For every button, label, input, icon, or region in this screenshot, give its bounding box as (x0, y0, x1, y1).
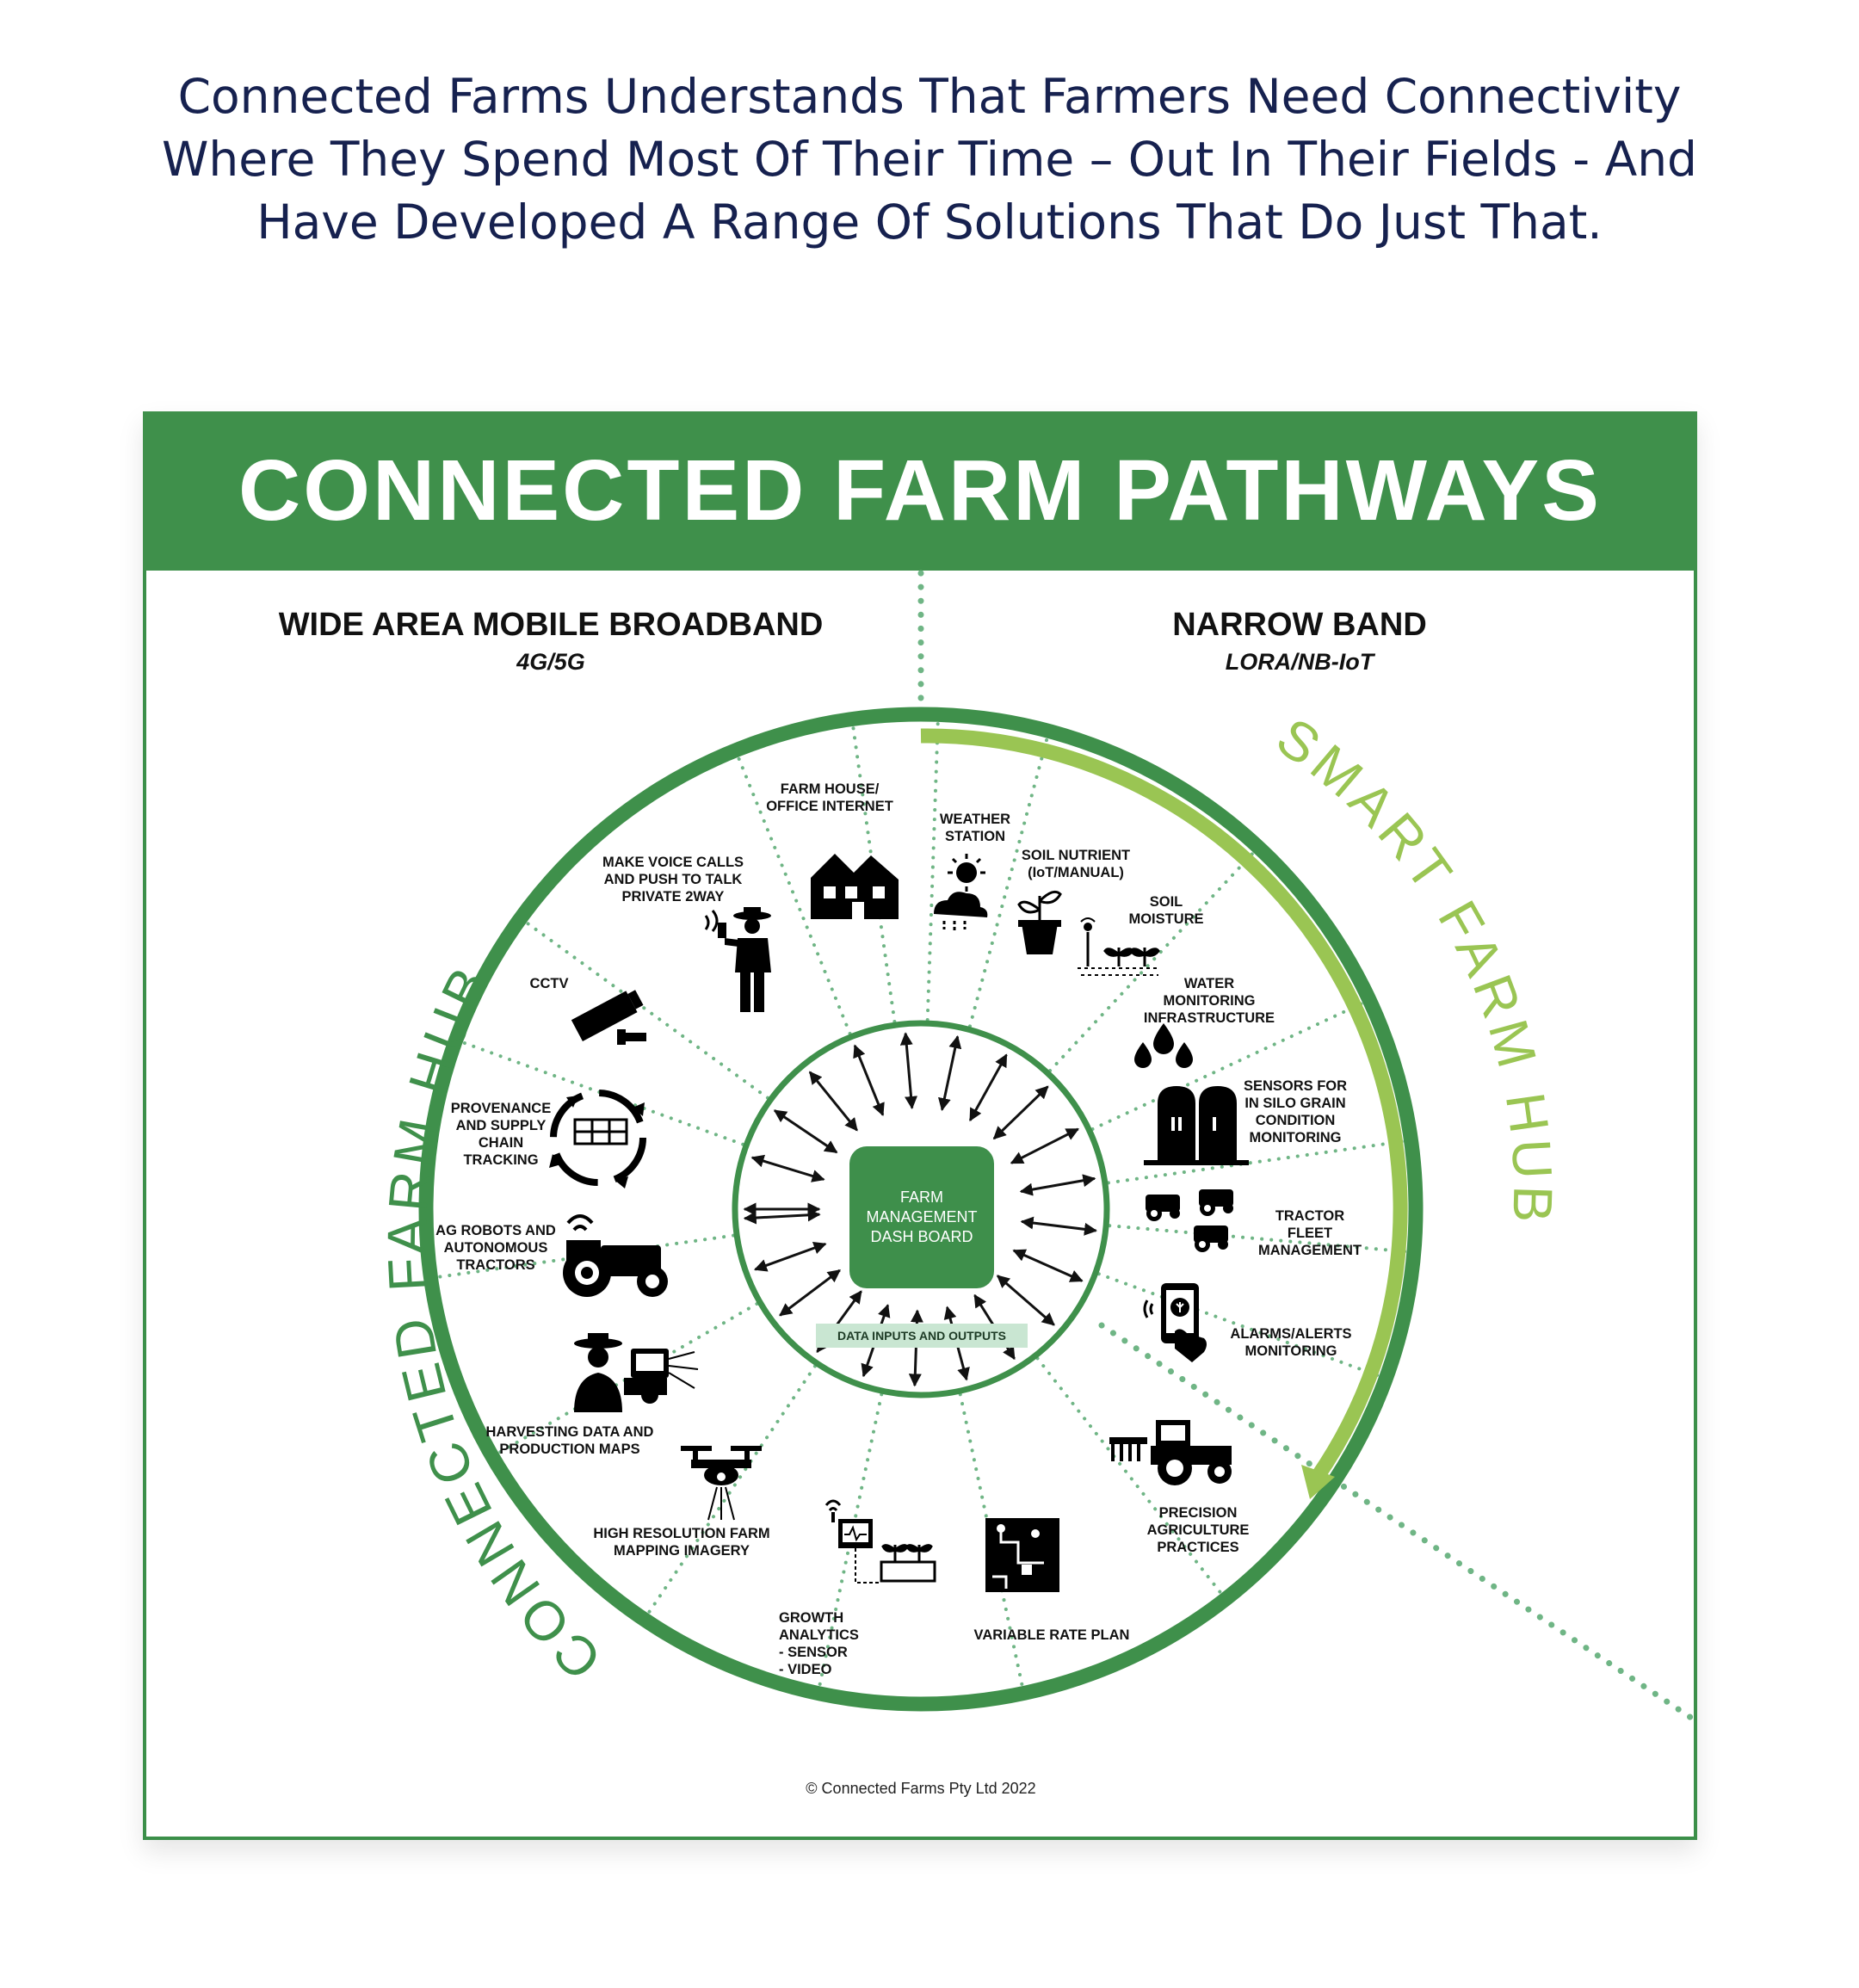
segment-divider (736, 756, 852, 1036)
intro-line-3: Have Developed A Range Of Solutions That… (256, 194, 1603, 250)
farmer-phone-icon (704, 907, 771, 1012)
right-header: NARROW BAND LORA/NB-IoT (1084, 607, 1515, 676)
farm-house-label: FARM HOUSE/OFFICE INTERNET (766, 781, 893, 814)
soil-moisture-icon (1078, 917, 1160, 976)
growth-analytics-icon (825, 1499, 936, 1584)
variable-rate-label: VARIABLE RATE PLAN (973, 1627, 1130, 1643)
tractor-fleet-icon (1146, 1189, 1233, 1252)
data-flow-arrow (992, 1085, 1049, 1140)
harvest-data-icon (574, 1333, 699, 1412)
data-flow-arrow (743, 1208, 821, 1225)
data-flow-arrow (753, 1241, 827, 1272)
precision-ag-tractor-icon (1109, 1420, 1232, 1485)
segment-divider (1048, 851, 1256, 1073)
data-flow-arrow (968, 1053, 1008, 1122)
outer-ring (418, 707, 1424, 1712)
data-inputs-outputs-label: DATA INPUTS AND OUTPUTS (816, 1324, 1028, 1348)
copyright: © Connected Farms Pty Ltd 2022 (806, 1780, 1036, 1797)
intro-line-2: Where They Spend Most Of Their Time – Ou… (162, 132, 1697, 187)
soil-nutrient-icon (1017, 890, 1062, 954)
right-header-sub: LORA/NB-IoT (1225, 649, 1374, 675)
smart-hub-arc-arrowhead (1301, 1465, 1335, 1499)
connected-farm-hub-label: CONNECTED FARM HUB (376, 954, 614, 1692)
farm-house-icon (811, 854, 899, 919)
dash-line-1: FARM (899, 1188, 943, 1206)
right-header-title: NARROW BAND (1172, 607, 1427, 643)
alarm-alert-phone-icon (1143, 1283, 1207, 1362)
segment-divider (1090, 1001, 1364, 1132)
intro-text: Connected Farms Understands That Farmers… (69, 65, 1790, 254)
data-flow-arrow (908, 1309, 923, 1387)
segment-dividers (436, 720, 1408, 1688)
left-header: WIDE AREA MOBILE BROADBAND 4G/5G (250, 607, 852, 676)
segment-divider (436, 1233, 736, 1279)
diagram-title: CONNECTED FARM PATHWAYS (143, 411, 1697, 571)
segment-divider (958, 1392, 1024, 1688)
data-flow-arrow (899, 1032, 918, 1109)
smart-hub-arc (920, 728, 1408, 1482)
segment-divider (525, 921, 770, 1100)
segment-divider (1096, 1272, 1380, 1378)
drone-icon (681, 1446, 762, 1521)
data-flow-arrow (1019, 1174, 1096, 1196)
left-header-title: WIDE AREA MOBILE BROADBAND (278, 607, 824, 643)
diagram-card (143, 411, 1697, 1840)
data-flow-arrow (773, 1109, 838, 1154)
intro-line-1: Connected Farms Understands That Farmers… (177, 69, 1682, 124)
autonomous-tractor-icon (563, 1214, 668, 1297)
farm-management-dashboard[interactable]: FARM MANAGEMENT DASH BOARD (849, 1146, 994, 1288)
segment-divider (1108, 1224, 1408, 1254)
data-arrows (743, 1032, 1097, 1387)
segment-divider (967, 737, 1049, 1028)
segment-divider (851, 725, 897, 1024)
data-flow-arrow (1010, 1127, 1079, 1164)
segment-divider (818, 1392, 884, 1688)
segment-divider (497, 1302, 759, 1454)
data-flow-arrow (1020, 1216, 1097, 1236)
data-flow-arrow (808, 1071, 858, 1132)
dash-line-3: DASH BOARD (870, 1228, 973, 1245)
segment-divider (1035, 1356, 1223, 1596)
soil-nutrient-label: SOIL NUTRIENT(IoT/MANUAL) (1021, 848, 1131, 880)
dash-line-2: MANAGEMENT (866, 1208, 978, 1226)
segment-divider (461, 1040, 745, 1146)
data-flow-arrow (996, 1275, 1055, 1326)
data-flow-arrow (779, 1269, 841, 1317)
data-flow-arrow (938, 1035, 962, 1112)
variable-rate-map-icon (985, 1518, 1059, 1592)
cctv-label: CCTV (529, 976, 569, 991)
supply-chain-icon (549, 1090, 646, 1188)
left-header-sub: 4G/5G (516, 649, 585, 675)
segment-divider (925, 720, 940, 1022)
segment-divider (646, 1364, 817, 1615)
data-flow-arrow (750, 1154, 825, 1182)
data-flow-arrow (853, 1044, 885, 1116)
grain-silo-icon (1144, 1086, 1249, 1165)
water-drops-icon (1134, 1023, 1193, 1068)
data-flow-arrow (1012, 1249, 1084, 1282)
weather-station-icon (934, 854, 988, 933)
cctv-camera-icon (571, 990, 646, 1045)
growth-analytics-label: GROWTH ANALYTICS - SENSOR - VIDEO (779, 1610, 859, 1677)
segment-divider (1106, 1139, 1405, 1185)
